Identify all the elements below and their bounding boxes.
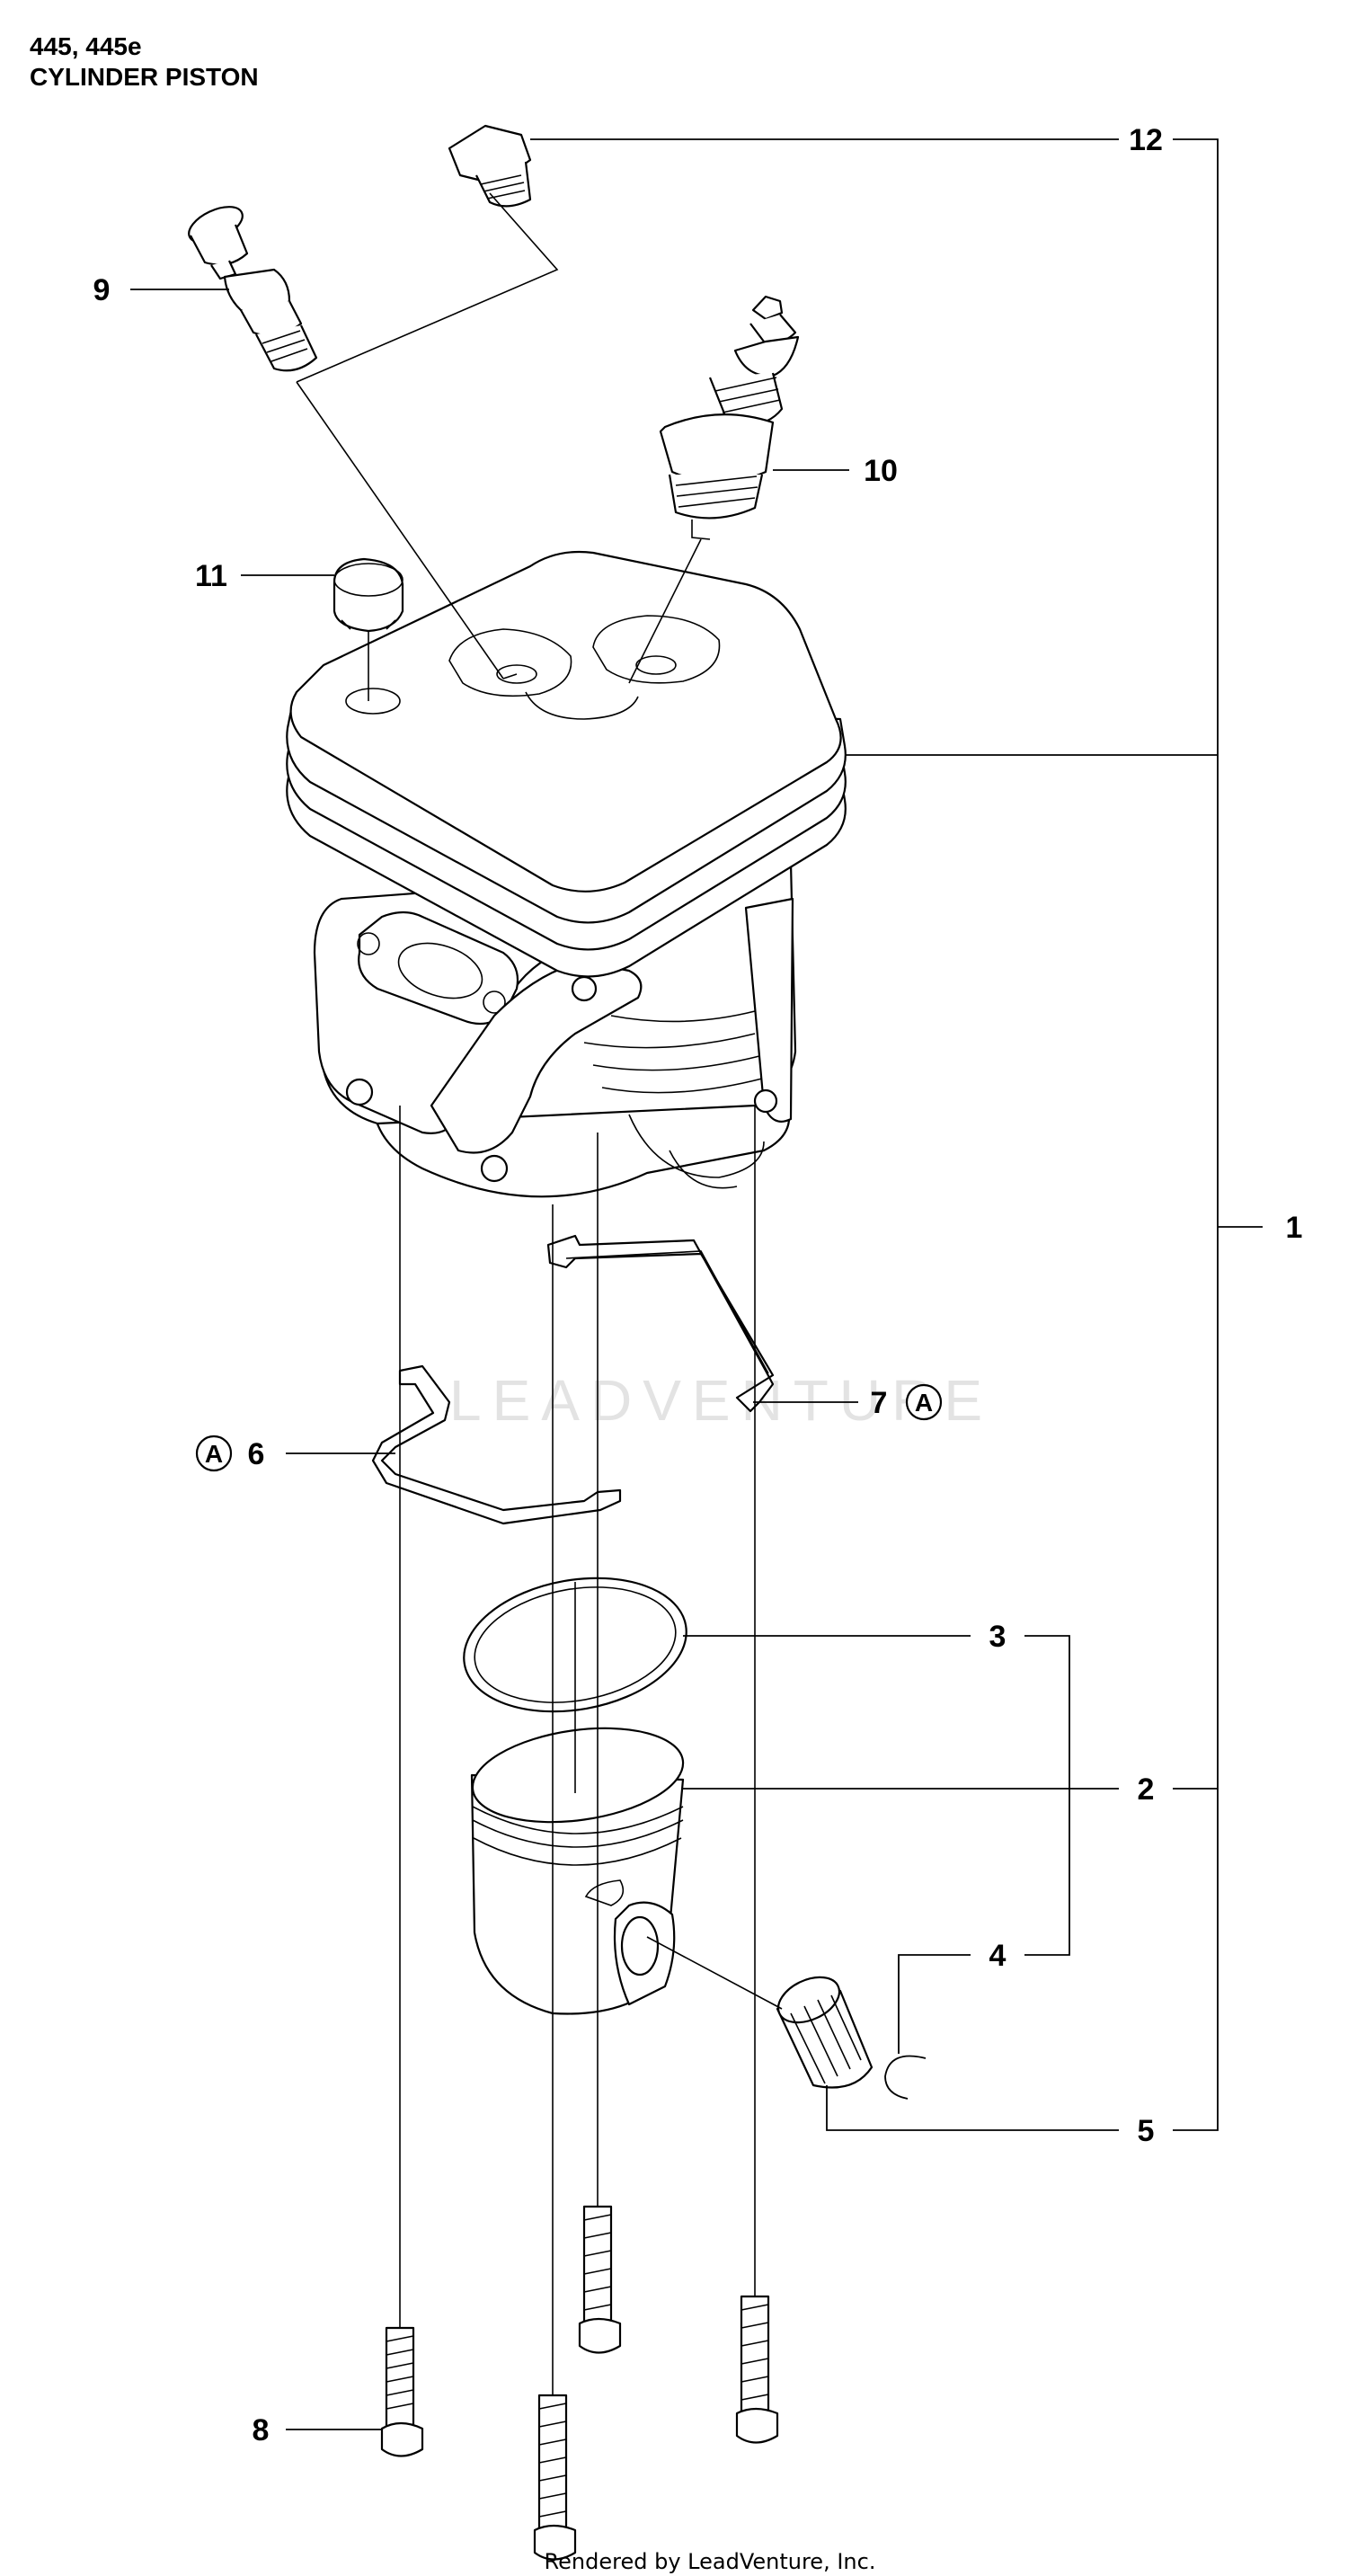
callout-3: 3 [989, 1620, 1007, 1654]
diagram-model-title: 445, 445e [30, 32, 142, 60]
assembly-lines [296, 192, 783, 2395]
callout-1: 1 [1286, 1211, 1303, 1245]
callout-6: 6 [248, 1437, 265, 1471]
part-8-bolt-left[interactable] [380, 2326, 424, 2457]
part-11-cap[interactable] [333, 557, 404, 633]
callout-5: 5 [1138, 2114, 1155, 2148]
part-9-decompression-valve[interactable] [183, 200, 318, 372]
part-5-needle-bearing[interactable] [771, 1968, 874, 2089]
callout-11: 11 [195, 559, 227, 593]
reference-mark-a-7: A [905, 1383, 943, 1421]
leader-lines [130, 138, 1263, 2430]
watermark-text: LEADVENTURE [449, 1368, 993, 1433]
callout-7: 7 [871, 1386, 888, 1420]
part-12-plug[interactable] [448, 124, 532, 208]
part-8-bolt-center-right[interactable] [578, 2205, 622, 2354]
part-8-bolt-right[interactable] [735, 2295, 779, 2444]
part-4-circlip[interactable] [884, 2055, 927, 2100]
part-10-spark-plug[interactable] [659, 295, 800, 540]
callout-4: 4 [989, 1939, 1007, 1973]
callout-2: 2 [1138, 1772, 1155, 1807]
reference-letter: A [915, 1389, 933, 1417]
part-6-gasket[interactable] [371, 1364, 622, 1525]
diagram-section-title: CYLINDER PISTON [30, 63, 259, 91]
callout-10: 10 [864, 454, 898, 488]
reference-mark-a-6: A [195, 1435, 233, 1472]
part-2-piston[interactable] [466, 1716, 689, 2015]
callout-8: 8 [253, 2413, 270, 2447]
callout-12: 12 [1129, 123, 1163, 157]
footer-credit: Rendered by LeadVenture, Inc. [545, 2549, 876, 2574]
reference-letter: A [205, 1440, 223, 1468]
part-1-cylinder[interactable] [286, 550, 847, 1198]
part-8-bolt-center-left[interactable] [533, 2394, 577, 2561]
callout-9: 9 [93, 273, 111, 307]
part-7-gasket[interactable] [546, 1234, 775, 1413]
